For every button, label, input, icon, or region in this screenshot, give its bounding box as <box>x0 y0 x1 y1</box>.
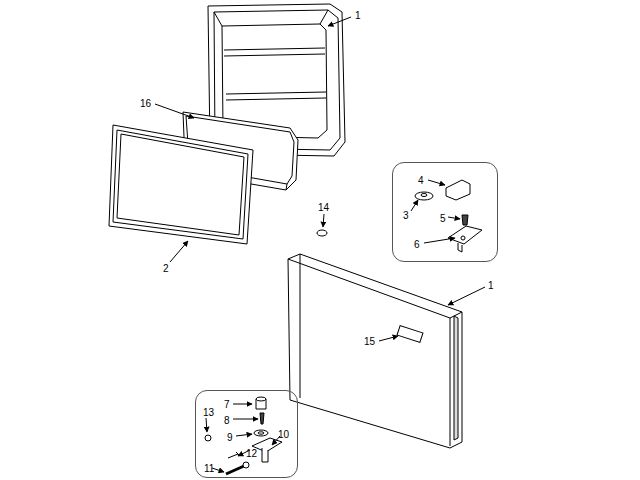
callout-number: 6 <box>414 239 420 250</box>
callout-number: 12 <box>246 448 257 459</box>
inset-panel: 4 3 5 6 <box>392 162 498 262</box>
callout-number: 14 <box>318 202 329 213</box>
callout-number: 3 <box>403 210 409 221</box>
callout-number: 15 <box>364 336 375 347</box>
callout-number: 1 <box>355 10 361 21</box>
callout-number: 16 <box>140 98 151 109</box>
callout-number: 2 <box>163 263 169 274</box>
callout-number: 4 <box>418 175 424 186</box>
callout-number: 1 <box>488 280 494 291</box>
callout-number: 7 <box>224 399 230 410</box>
callout-number: 13 <box>203 407 214 418</box>
callout-number: 10 <box>278 429 289 440</box>
callout-number: 11 <box>204 463 214 474</box>
inset-panel: 7 13 8 9 10 12 11 <box>195 390 298 478</box>
callout-number: 8 <box>224 415 230 426</box>
callout-number: 9 <box>227 432 233 443</box>
callout-number: 5 <box>440 213 446 224</box>
